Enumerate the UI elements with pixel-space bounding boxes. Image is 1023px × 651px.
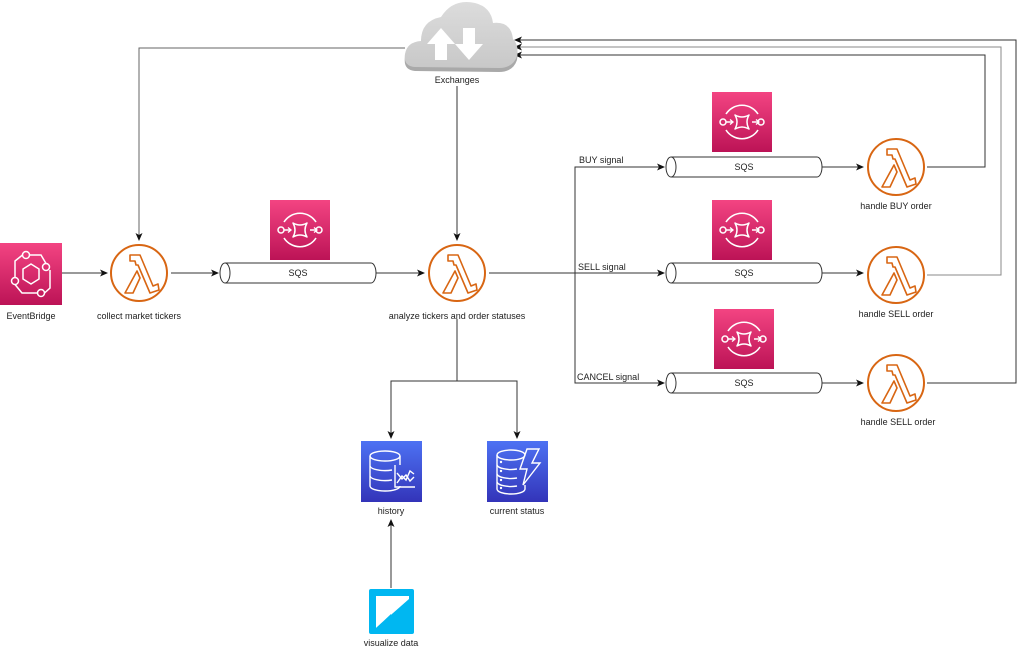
eventbridge-label: EventBridge (6, 311, 56, 321)
sqs-main-label: SQS (288, 268, 308, 278)
edges (62, 36, 1017, 588)
analyzer-lambda-node[interactable] (428, 244, 486, 302)
sqs-buy-label: SQS (734, 162, 754, 172)
exchanges-label: Exchanges (434, 75, 480, 85)
buy-signal-label: BUY signal (579, 155, 624, 165)
handle-buy-lambda-node[interactable] (867, 138, 925, 196)
lambda-icon (867, 354, 925, 412)
timestream-database-icon (361, 441, 422, 502)
collector-lambda-node[interactable] (110, 244, 168, 302)
sqs-icon (711, 199, 773, 261)
lambda-icon (867, 138, 925, 196)
cancel-signal-label: CANCEL signal (577, 372, 640, 382)
exchanges-node[interactable] (404, 1, 518, 72)
lambda-icon (867, 246, 925, 304)
edge-handle-sell-to-exchanges (514, 43, 1002, 276)
sqs-sell-label: SQS (734, 268, 754, 278)
edge-handle-buy-to-exchanges (514, 51, 986, 168)
sqs-main-node[interactable] (269, 199, 331, 261)
sqs-sell-node[interactable] (711, 199, 773, 261)
edge-exchanges-to-collector (135, 47, 405, 241)
handle-sell-label: handle SELL order (858, 309, 934, 319)
history-label: history (377, 506, 405, 516)
edge-analyzer-to-sqs-buy (574, 163, 665, 273)
sqs-icon (269, 199, 331, 261)
eventbridge-node[interactable] (0, 243, 62, 305)
eventbridge-icon (0, 243, 62, 305)
edge-handle-cancel-to-exchanges (514, 36, 1017, 384)
handle-sell-lambda-node[interactable] (867, 246, 925, 304)
lambda-icon (110, 244, 168, 302)
dynamodb-icon (487, 441, 548, 502)
handle-cancel-lambda-node[interactable] (867, 354, 925, 412)
edge-analyzer-to-sqs-cancel (574, 273, 665, 387)
history-node[interactable] (361, 441, 422, 502)
edge-analyzer-to-history (387, 319, 458, 439)
sell-signal-label: SELL signal (578, 262, 626, 272)
sqs-icon (711, 91, 773, 153)
sqs-icon (713, 308, 775, 370)
current-status-node[interactable] (487, 441, 548, 502)
edge-analyzer-to-current-status (457, 380, 521, 439)
handle-cancel-label: handle SELL order (860, 417, 936, 427)
visualize-label: visualize data (363, 638, 419, 648)
lambda-icon (428, 244, 486, 302)
quicksight-icon (369, 589, 414, 634)
sqs-cancel-label: SQS (734, 378, 754, 388)
handle-buy-label: handle BUY order (860, 201, 932, 211)
current-status-label: current status (489, 506, 545, 516)
sqs-buy-node[interactable] (711, 91, 773, 153)
collector-label: collect market tickers (96, 311, 182, 321)
cloud-exchange-icon (404, 1, 518, 72)
analyzer-label: analyze tickers and order statuses (388, 311, 526, 321)
sqs-cancel-node[interactable] (713, 308, 775, 370)
visualize-node[interactable] (369, 589, 414, 634)
